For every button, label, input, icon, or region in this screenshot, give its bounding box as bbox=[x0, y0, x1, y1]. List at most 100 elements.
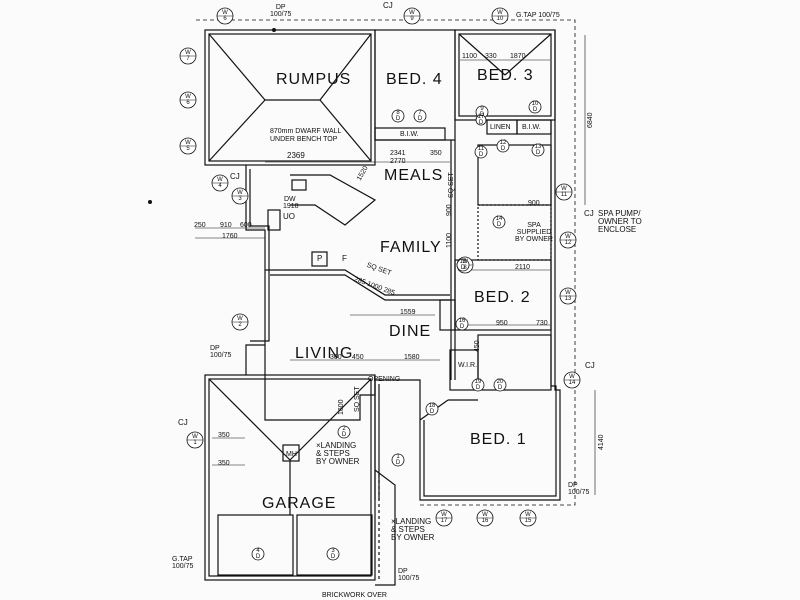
room-label-meals: MEALS bbox=[384, 167, 444, 184]
rumpus-walls bbox=[204, 29, 376, 166]
door-10-circle bbox=[528, 100, 542, 114]
brickwork-note: BRICKWORK OVER bbox=[322, 592, 387, 599]
room-label-living: LIVING bbox=[295, 345, 354, 362]
site-boundary bbox=[196, 19, 576, 506]
dim-1600: 1600 bbox=[338, 399, 345, 415]
bed2-walls bbox=[454, 259, 552, 331]
under-oven-label: UO bbox=[283, 212, 295, 221]
manhole bbox=[282, 444, 300, 462]
door-14-circle bbox=[492, 215, 506, 229]
under-bench-note: UNDER BENCH TOP bbox=[270, 136, 338, 143]
dim-900-b: 900 bbox=[528, 200, 540, 207]
door-13-circle bbox=[531, 143, 545, 157]
gtap-top: G.TAP 100/75 bbox=[516, 12, 560, 19]
door-8-circle bbox=[391, 109, 405, 123]
dim-450: 450 bbox=[352, 354, 364, 361]
room-label-bed4: BED. 4 bbox=[386, 71, 443, 88]
dim-900: 900 bbox=[446, 204, 453, 216]
wir-label: W.I.R. bbox=[458, 362, 478, 369]
dwarf-wall-note: 870mm DWARF WALL bbox=[270, 128, 342, 135]
dim-910: 910 bbox=[220, 222, 232, 229]
east-wall bbox=[419, 30, 561, 501]
dim-250: 250 bbox=[194, 222, 206, 229]
manhole-label: MH bbox=[286, 451, 297, 458]
door-19-circle bbox=[471, 378, 485, 392]
door-4-circle bbox=[251, 547, 265, 561]
room-label-family: FAMILY bbox=[380, 239, 442, 256]
pantry bbox=[311, 251, 328, 267]
dim-350-c: 350 bbox=[218, 460, 230, 467]
door-11-circle bbox=[474, 145, 488, 159]
room-label-dine: DINE bbox=[389, 323, 432, 340]
biw-bed4-label: B.I.W. bbox=[400, 131, 419, 138]
dim-450-b: 450 bbox=[474, 340, 481, 352]
dim-350-b: 350 bbox=[218, 432, 230, 439]
dim-2110: 2110 bbox=[515, 264, 531, 271]
dim-1918: 1918 bbox=[283, 203, 299, 210]
opening-label: OPENING bbox=[368, 376, 401, 383]
cj-right-1: CJ bbox=[584, 209, 594, 218]
ensuite bbox=[477, 334, 552, 391]
door-16-circle bbox=[455, 317, 469, 331]
biw-bed2 bbox=[439, 299, 456, 331]
entry-porch bbox=[374, 469, 396, 586]
living-walls bbox=[264, 345, 421, 421]
dim-300: 300 bbox=[330, 354, 342, 361]
biw-bed4 bbox=[374, 127, 446, 141]
linen-label: LINEN bbox=[490, 124, 511, 131]
cj-left-2: CJ bbox=[178, 418, 188, 427]
garage-door-3 bbox=[296, 514, 373, 576]
dim-2369: 2369 bbox=[287, 151, 305, 160]
door-17-circle bbox=[475, 114, 487, 126]
door-3-circle bbox=[326, 547, 340, 561]
cooktop bbox=[291, 179, 307, 191]
dim-1760: 1760 bbox=[222, 233, 238, 240]
biw-bed3-label: B.I.W. bbox=[522, 124, 541, 131]
kitchen-west-wall bbox=[245, 165, 266, 375]
biw-bed3 bbox=[516, 119, 552, 135]
room-label-bed2: BED. 2 bbox=[474, 289, 531, 306]
oven bbox=[267, 209, 281, 231]
door-15-circle bbox=[456, 258, 470, 272]
cj-top: CJ bbox=[383, 1, 393, 10]
sq-set-2: SQ SET bbox=[448, 172, 455, 198]
pantry-label: P bbox=[317, 254, 323, 263]
dim-2341: 2341 bbox=[390, 150, 406, 157]
dim-1100: 1100 bbox=[462, 53, 478, 60]
door-1-circle bbox=[391, 453, 405, 467]
dim-6840: 6840 bbox=[587, 112, 594, 128]
door-7-circle bbox=[413, 109, 427, 123]
